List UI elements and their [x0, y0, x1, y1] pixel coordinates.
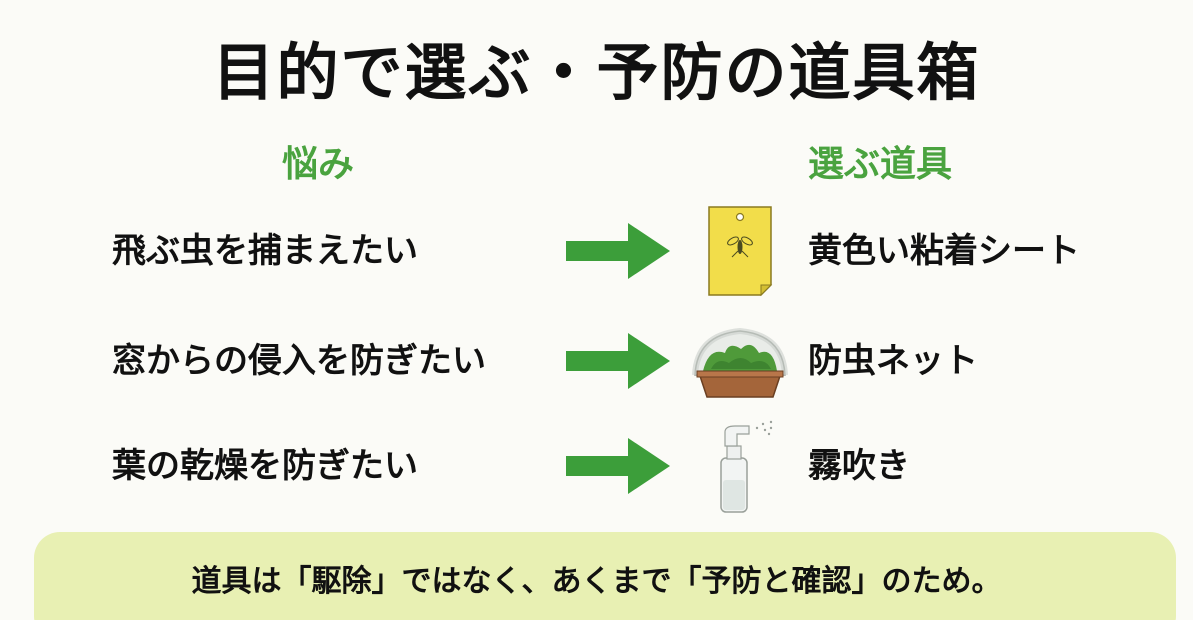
problem-label: 窓からの侵入を防ぎたい: [112, 341, 486, 381]
problem-label: 飛ぶ虫を捕まえたい: [112, 231, 418, 271]
tool-label: 防虫ネット: [808, 341, 978, 381]
page-title: 目的で選ぶ・予防の道具箱: [212, 36, 981, 109]
right-arrow-icon: [566, 333, 670, 389]
summary-banner: [34, 532, 1176, 620]
tool-column-header: 選ぶ道具: [808, 144, 953, 185]
problem-column-header: 悩み: [282, 144, 355, 185]
tool-label: 霧吹き: [808, 446, 910, 486]
list-item: 窓からの侵入を防ぎたい 防虫ネット: [0, 305, 1193, 415]
summary-banner-text: 道具は「駆除」ではなく、あくまで「予防と確認」のため。: [191, 564, 1002, 599]
problem-label: 葉の乾燥を防ぎたい: [112, 446, 418, 486]
spray-bottle-icon: [720, 420, 773, 513]
list-item: 葉の乾燥を防ぎたい 霧吹き: [0, 410, 1193, 520]
tool-label: 黄色い粘着シート: [808, 231, 1080, 271]
insect-net-planter-icon: [692, 327, 788, 398]
list-item: 飛ぶ虫を捕まえたい 黄色い粘着シート: [0, 195, 1193, 305]
right-arrow-icon: [566, 223, 670, 279]
right-arrow-icon: [566, 438, 670, 494]
yellow-sticky-trap-icon: [708, 206, 773, 297]
